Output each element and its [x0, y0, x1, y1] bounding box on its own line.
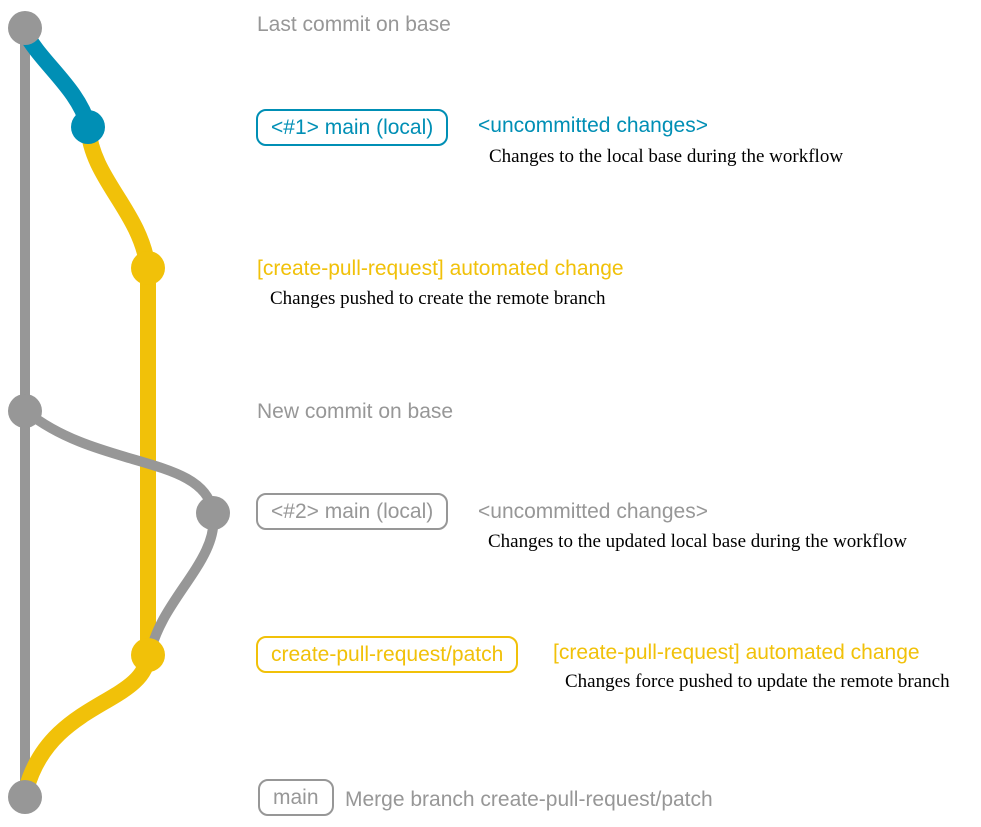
branch-patch-curve-in [80, 126, 156, 270]
branch-main-local-curve-2 [23, 408, 218, 515]
description-uncommitted-changes-2: Changes to the updated local base during… [488, 531, 907, 552]
branch-patch-merge-curve [18, 653, 156, 793]
label-uncommitted-changes-2: <uncommitted changes> [478, 500, 708, 523]
label-uncommitted-changes-1: <uncommitted changes> [478, 114, 708, 137]
commit-last-commit-on-base [8, 11, 42, 45]
branch-badge-create-pull-request-patch: create-pull-request/patch [256, 636, 519, 673]
branch-badge-main-local-2: <#2> main (local) [256, 493, 449, 530]
commit-uncommitted-changes-2 [196, 496, 230, 530]
branch-badge-main-local-1: <#1> main (local) [256, 109, 449, 146]
description-automated-change-1: Changes pushed to create the remote bran… [270, 288, 606, 309]
label-merge-commit: Merge branch create-pull-request/patch [345, 788, 713, 811]
label-automated-change-1: [create-pull-request] automated change [257, 257, 624, 280]
label-new-commit-on-base: New commit on base [257, 400, 454, 423]
description-automated-change-2: Changes force pushed to update the remot… [565, 671, 950, 692]
commit-automated-change-1 [131, 251, 165, 285]
description-uncommitted-changes-1: Changes to the local base during the wor… [489, 146, 844, 167]
branch-main-local-curve-1 [17, 28, 96, 128]
label-automated-change-2: [create-pull-request] automated change [553, 641, 920, 664]
commit-automated-change-2 [131, 638, 165, 672]
label-last-commit-on-base: Last commit on base [257, 13, 451, 36]
branch-main-local-rebase-curve [145, 512, 219, 657]
commit-new-commit-on-base [8, 394, 42, 428]
branch-badge-main: main [258, 779, 334, 816]
commit-merge [8, 780, 42, 814]
commit-uncommitted-changes-1 [71, 110, 105, 144]
